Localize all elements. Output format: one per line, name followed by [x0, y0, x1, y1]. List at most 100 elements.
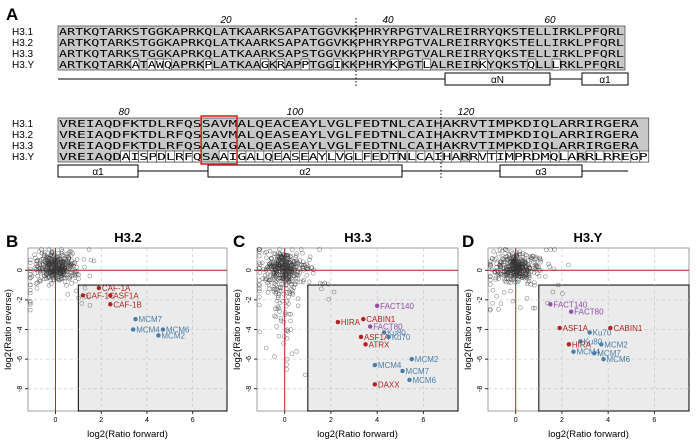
- data-point: [291, 285, 297, 290]
- data-point: [300, 279, 306, 284]
- data-point: [62, 275, 68, 281]
- data-point: [71, 263, 77, 269]
- point-label: MCM7: [139, 315, 163, 324]
- data-point: [69, 281, 74, 286]
- data-point: [326, 281, 331, 287]
- helix-box: [581, 72, 629, 86]
- data-point: [34, 258, 39, 264]
- divergent-residue-box: [527, 58, 537, 71]
- data-point: [490, 256, 495, 261]
- data-point: [274, 254, 280, 260]
- data-point: [524, 296, 530, 301]
- data-point: [528, 255, 534, 260]
- point-label: Ku70: [392, 333, 411, 342]
- data-point: [492, 257, 497, 262]
- data-point: [298, 247, 304, 252]
- data-point: [280, 298, 285, 304]
- data-point: [28, 260, 33, 266]
- data-point: [35, 263, 41, 269]
- data-point: [57, 267, 63, 272]
- data-point: [513, 272, 519, 277]
- data-point: [271, 271, 277, 277]
- data-point: [39, 247, 44, 252]
- data-point: [62, 264, 68, 270]
- data-point: [289, 286, 294, 292]
- x-tick-label: 0: [53, 417, 57, 424]
- data-point: [284, 259, 290, 264]
- data-point: [516, 264, 521, 270]
- data-point: [306, 279, 312, 285]
- data-point: [534, 256, 539, 261]
- data-point: [488, 261, 493, 267]
- residue-position-number: 100: [287, 107, 304, 118]
- data-point: [79, 301, 85, 306]
- data-point: [32, 252, 37, 257]
- point-label: FACT80: [373, 323, 403, 332]
- data-point: [294, 261, 300, 266]
- labeled-point: [608, 325, 613, 331]
- data-point: [503, 264, 509, 269]
- point-label: MCM2: [415, 355, 439, 364]
- divergent-residue-box: [162, 58, 172, 71]
- data-point: [274, 268, 280, 274]
- point-label: DAXX: [378, 380, 400, 389]
- data-point: [531, 260, 536, 265]
- point-label: Ku80: [387, 328, 406, 337]
- data-point: [58, 276, 63, 282]
- data-point: [40, 268, 45, 273]
- divergent-residue-box: [300, 58, 310, 71]
- data-point: [50, 269, 55, 274]
- x-tick-label: 2: [329, 417, 333, 424]
- data-point: [551, 266, 557, 272]
- data-point: [488, 277, 493, 283]
- data-point: [293, 281, 298, 286]
- sequence-row: VREIAQDAISPDLRFQSAAIGALQEASEAYLVGLFEDTNL…: [59, 152, 648, 163]
- data-point: [91, 258, 97, 264]
- data-point: [65, 259, 70, 264]
- data-point: [510, 298, 516, 304]
- sequence-name: H3.2: [12, 130, 34, 141]
- data-point: [48, 278, 54, 283]
- data-point: [300, 264, 305, 270]
- data-point: [257, 302, 262, 308]
- data-point: [257, 260, 262, 265]
- data-point: [311, 267, 316, 273]
- data-point: [274, 257, 280, 262]
- data-point: [530, 253, 535, 259]
- data-point: [68, 249, 74, 255]
- data-point: [45, 264, 50, 270]
- point-label: Ku70: [593, 328, 612, 337]
- data-point: [37, 262, 43, 268]
- data-point: [82, 264, 87, 270]
- data-point: [523, 272, 529, 278]
- point-label: MCM7: [597, 349, 621, 358]
- data-point: [493, 275, 499, 281]
- data-point: [534, 271, 540, 277]
- data-point: [276, 285, 281, 290]
- data-point: [494, 293, 499, 299]
- labeled-point: [386, 334, 391, 340]
- data-point: [59, 247, 64, 252]
- data-point: [543, 247, 549, 253]
- data-point: [278, 285, 283, 290]
- data-point: [33, 255, 38, 261]
- data-point: [307, 257, 312, 263]
- data-point: [289, 266, 295, 272]
- labeled-point: [571, 349, 576, 354]
- data-point: [506, 264, 511, 269]
- y-tick-label: -8: [246, 386, 253, 392]
- labeled-point: [361, 316, 366, 322]
- helix-label: α2: [299, 167, 311, 178]
- data-point: [518, 305, 523, 310]
- data-point: [76, 295, 81, 301]
- data-point: [285, 253, 291, 259]
- data-point: [272, 306, 278, 311]
- data-point: [86, 247, 92, 252]
- data-point: [537, 256, 543, 262]
- data-point: [524, 266, 529, 272]
- enrichment-region: [538, 284, 690, 412]
- data-point: [501, 290, 507, 295]
- data-point: [46, 283, 52, 288]
- data-point: [538, 257, 543, 263]
- data-point: [272, 354, 277, 359]
